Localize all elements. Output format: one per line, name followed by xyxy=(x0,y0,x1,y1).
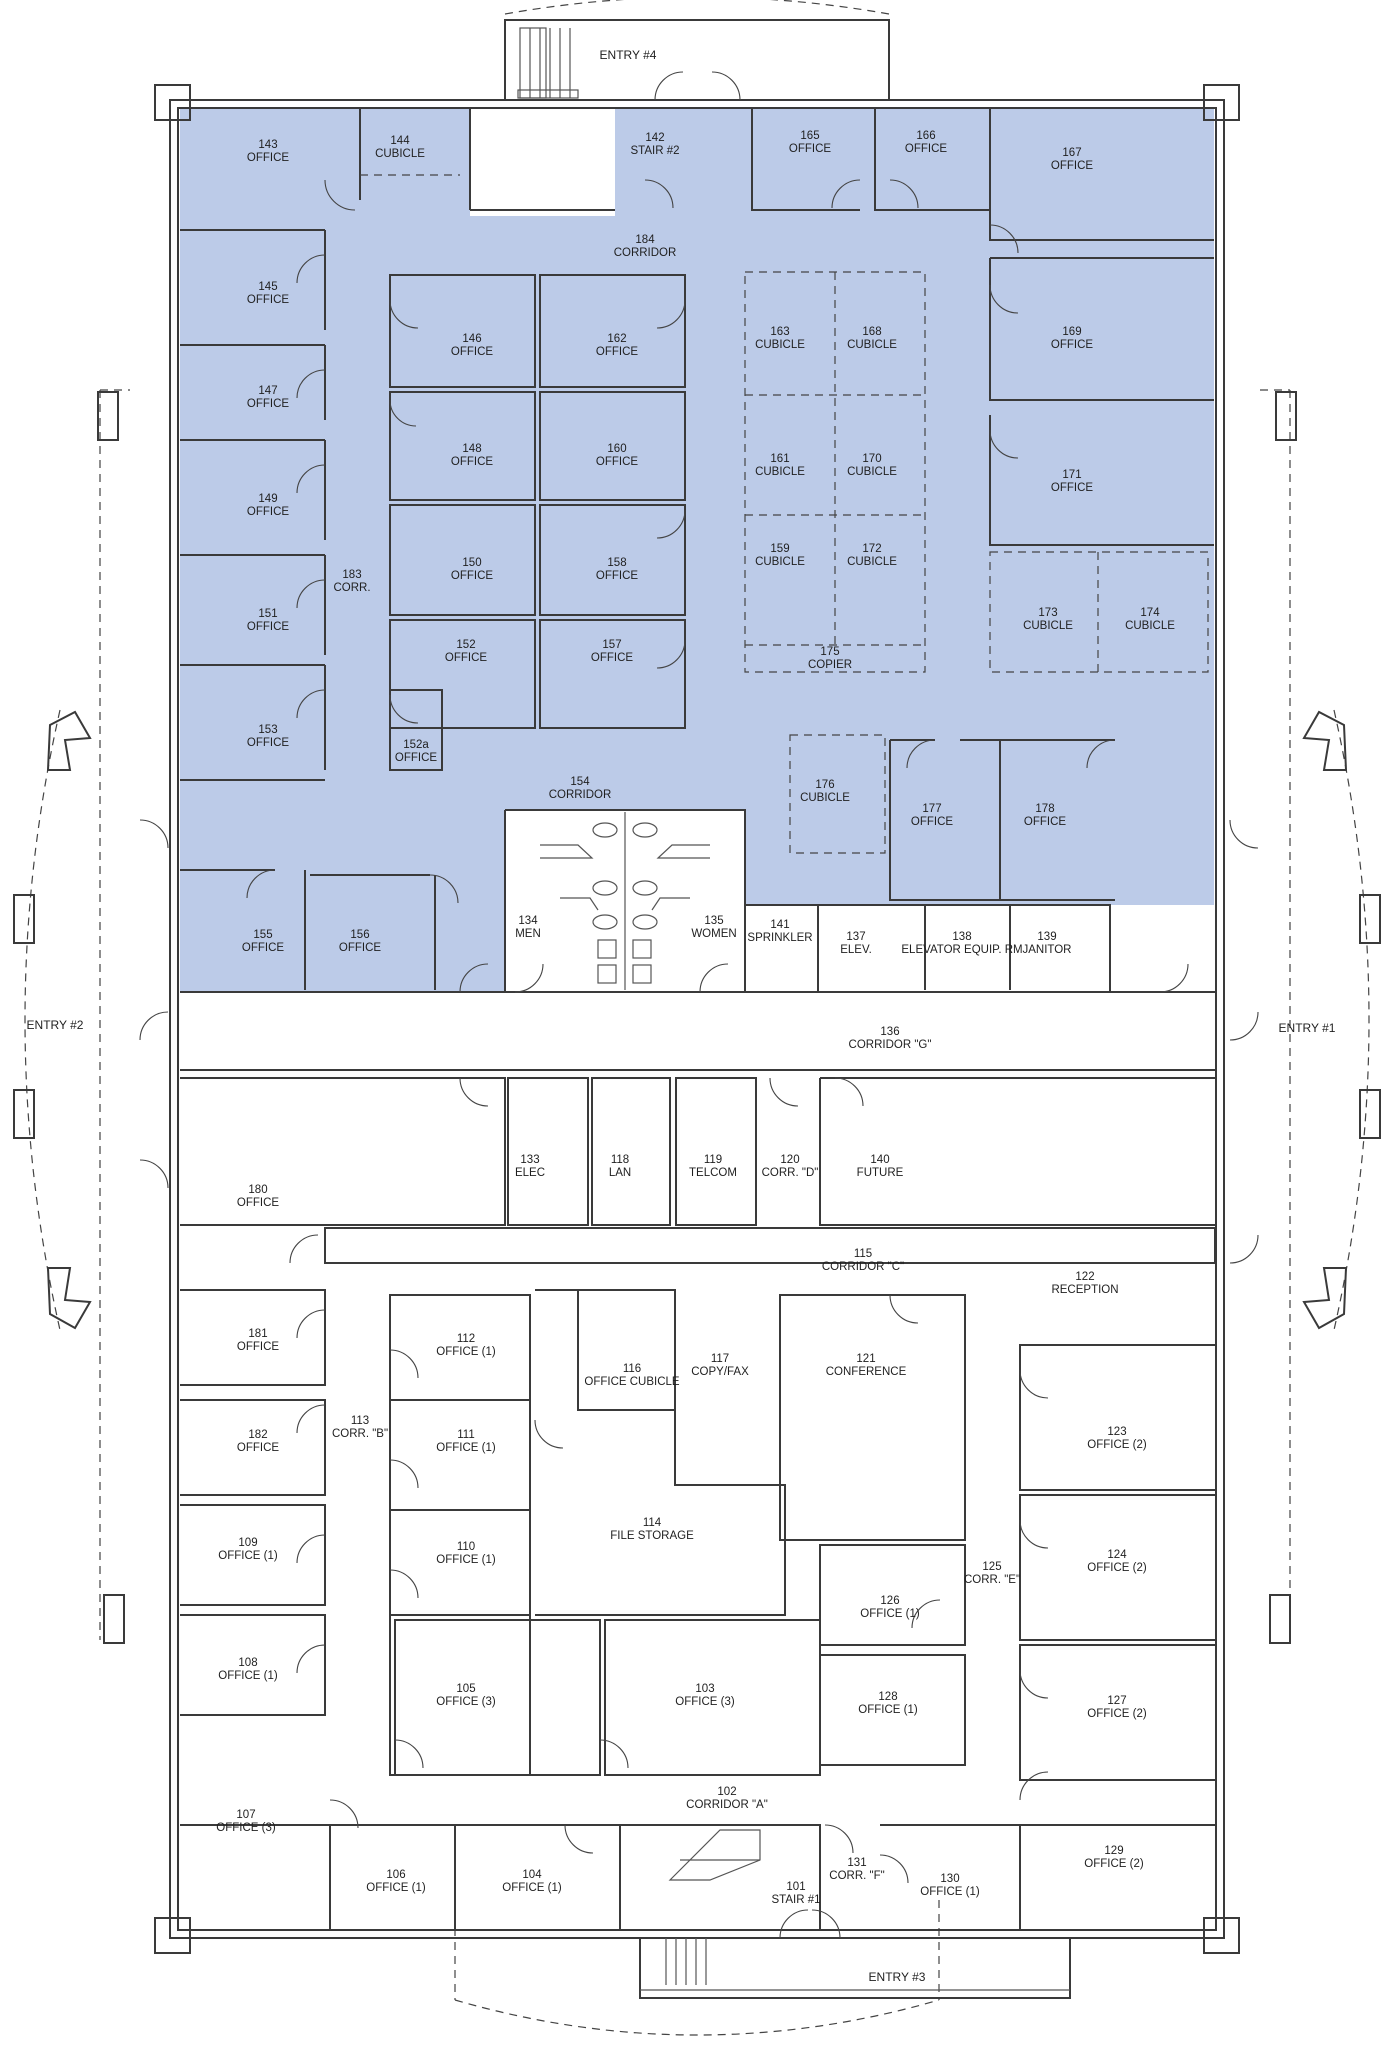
restroom-fixtures xyxy=(540,822,710,984)
site-outline xyxy=(24,0,1370,2036)
service-rooms-cutout xyxy=(745,905,1215,992)
entry-labels: ENTRY #4 ENTRY #2 ENTRY #1 ENTRY #3 xyxy=(27,48,1336,1984)
stair-2-cutout xyxy=(470,108,615,216)
entry-4-label: ENTRY #4 xyxy=(600,48,657,62)
entry-1-label: ENTRY #1 xyxy=(1279,1021,1336,1035)
entry-3-label: ENTRY #3 xyxy=(869,1970,926,1984)
entry-2-label: ENTRY #2 xyxy=(27,1018,84,1032)
interior-walls xyxy=(180,108,1214,992)
lower-walls xyxy=(180,991,1217,1931)
door-swings xyxy=(139,71,1259,1939)
